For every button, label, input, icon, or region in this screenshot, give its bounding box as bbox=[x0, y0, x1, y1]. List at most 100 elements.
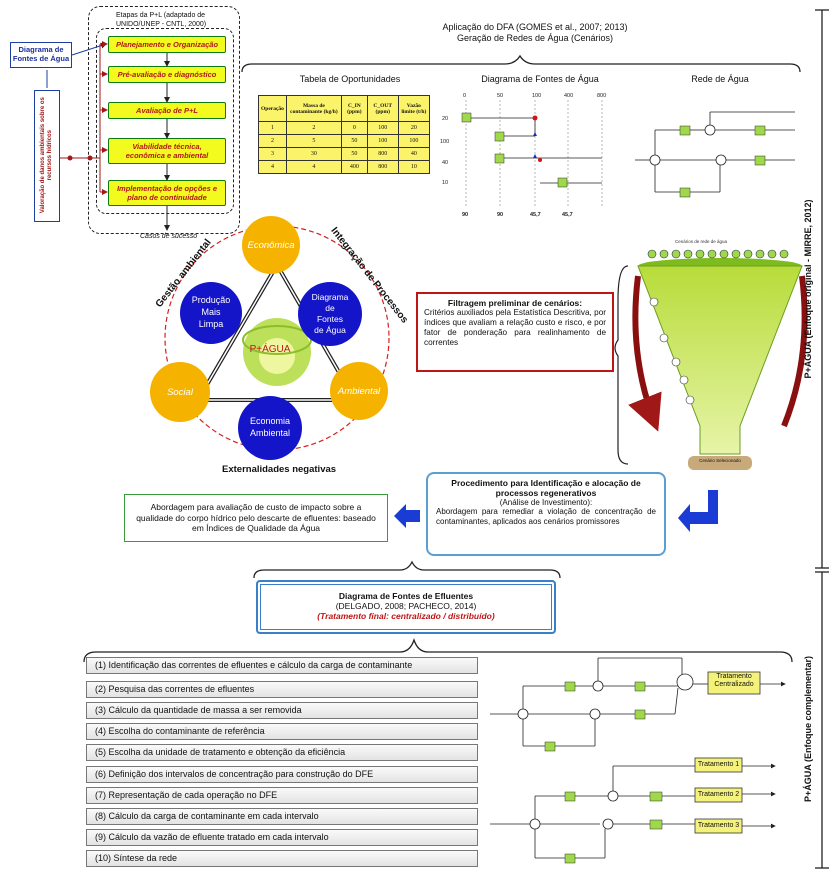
table-header-cell: C_IN (ppm) bbox=[340, 95, 368, 122]
table-cell: 800 bbox=[366, 160, 399, 174]
table-cell: 0 bbox=[340, 121, 368, 135]
table-cell: 4 bbox=[285, 160, 342, 174]
success-cases-label: Casos de sucesso bbox=[140, 233, 198, 240]
table-cell: 3 bbox=[258, 147, 287, 161]
dfa-header-line2: Geração de Redes de Água (Cenários) bbox=[456, 33, 614, 43]
dfa-header-line1: Aplicação do DFA (GOMES et al., 2007; 20… bbox=[442, 22, 628, 32]
list-item: (10) Síntese da rede bbox=[86, 850, 478, 867]
dfa-diagram-title: Diagrama de Fontes de Água bbox=[481, 74, 599, 84]
table-cell: 40 bbox=[397, 147, 431, 161]
procedure-body: Abordagem para remediar a violação de co… bbox=[436, 507, 656, 526]
dfe-box: Diagrama de Fontes de Efluentes (DELGADO… bbox=[256, 580, 556, 634]
circle-producao: Produção Mais Limpa bbox=[180, 282, 242, 344]
table-cell: 5 bbox=[285, 134, 342, 148]
stages-inner-border bbox=[96, 28, 234, 214]
right-label-upper: P+ÁGUA (Enfoque original - MIRRE, 2012) bbox=[803, 199, 813, 379]
dfa-conc-label: 400 bbox=[564, 93, 573, 99]
right-label-lower: P+ÁGUA (Enfoque complementar) bbox=[803, 656, 813, 802]
arc-bottom-label: Externalidades negativas bbox=[222, 464, 337, 475]
dfa-conc-label: 0 bbox=[463, 93, 466, 99]
list-item: (4) Escolha do contaminante de referênci… bbox=[86, 723, 478, 740]
circle-economic: Econômica bbox=[242, 216, 300, 274]
treatment-3: Tratamento 3 bbox=[697, 822, 740, 829]
table-header-cell: Massa de contaminante (kg/h) bbox=[285, 95, 342, 122]
treatment-1: Tratamento 1 bbox=[697, 761, 740, 768]
approach-body: Abordagem para avaliação de custo de imp… bbox=[136, 502, 376, 534]
table-cell: 30 bbox=[285, 147, 342, 161]
funnel-top-label: Cenários de rede de água bbox=[675, 239, 728, 244]
table-cell: 400 bbox=[340, 160, 368, 174]
opportunities-table: Operação Massa de contaminante (kg/h) C_… bbox=[258, 95, 431, 174]
dfa-left-label: 100 bbox=[440, 139, 449, 145]
circle-dfa: Diagrama de Fontes de Água bbox=[298, 282, 362, 346]
damage-valuation-box bbox=[34, 90, 60, 222]
water-source-box: Diagrama de Fontes de Água bbox=[10, 42, 72, 68]
procedure-title: Procedimento para Identificação e alocaç… bbox=[451, 478, 641, 499]
list-item: (8) Cálculo da carga de contaminante em … bbox=[86, 808, 478, 825]
dfa-left-label: 20 bbox=[442, 116, 448, 122]
dfa-left-label: 10 bbox=[442, 180, 448, 186]
procedure-subtitle: (Análise de Investimento): bbox=[499, 498, 593, 508]
table-header-cell: C_OUT (ppm) bbox=[366, 95, 399, 122]
dfa-conc-label: 100 bbox=[532, 93, 541, 99]
dfa-left-label: 40 bbox=[442, 160, 448, 166]
table-cell: 1 bbox=[258, 121, 287, 135]
filter-box: Filtragem preliminar de cenários: Critér… bbox=[416, 292, 614, 372]
circle-social: Social bbox=[150, 362, 210, 422]
dfa-bottom-label: 45,7 bbox=[562, 212, 573, 218]
list-item: (1) Identificação das correntes de eflue… bbox=[86, 657, 478, 674]
table-cell: 100 bbox=[397, 134, 431, 148]
dfa-bottom-label: 90 bbox=[462, 212, 468, 218]
list-item: (6) Definição dos intervalos de concentr… bbox=[86, 766, 478, 783]
filter-title: Filtragem preliminar de cenários: bbox=[447, 298, 583, 308]
table-cell: 800 bbox=[366, 147, 399, 161]
table-cell: 2 bbox=[258, 134, 287, 148]
network-title: Rede de Água bbox=[691, 74, 749, 84]
approach-arrow-icon bbox=[394, 504, 420, 528]
dfa-bottom-label: 90 bbox=[497, 212, 503, 218]
dfa-conc-label: 800 bbox=[597, 93, 606, 99]
table-cell: 100 bbox=[366, 134, 399, 148]
treatment-networks bbox=[490, 657, 786, 864]
table-header-cell: Operação bbox=[258, 95, 287, 122]
stage-viability: Viabilidade técnica, econômica e ambient… bbox=[108, 138, 226, 164]
table-header-row: Operação Massa de contaminante (kg/h) C_… bbox=[258, 95, 431, 122]
table-cell: 20 bbox=[397, 121, 431, 135]
dfe-refs: (DELGADO, 2008; PACHECO, 2014) bbox=[335, 601, 477, 611]
funnel-graphic bbox=[628, 249, 808, 470]
stage-planning: Planejamento e Organização bbox=[108, 36, 226, 53]
table-cell: 50 bbox=[340, 147, 368, 161]
table-cell: 4 bbox=[258, 160, 287, 174]
network-diagram bbox=[635, 111, 795, 198]
stage-implementation: Implementação de opções e plano de conti… bbox=[108, 180, 226, 206]
treatment-centralized: Tratamento Centralizado bbox=[714, 673, 754, 689]
table-cell: 2 bbox=[285, 121, 342, 135]
stages-title: Etapas da P+L (adaptado de UNIDO/UNEP - … bbox=[116, 12, 207, 28]
approach-box: Abordagem para avaliação de custo de imp… bbox=[124, 494, 388, 542]
list-item: (3) Cálculo da quantidade de massa a ser… bbox=[86, 702, 478, 719]
dfa-diagram: 0 50 100 400 800 20 100 40 10 90 90 45,7… bbox=[440, 93, 606, 218]
list-item: (7) Representação de cada operação no DF… bbox=[86, 787, 478, 804]
funnel-bottom-label: Cenário Selecionado bbox=[699, 458, 741, 463]
table-cell: 100 bbox=[366, 121, 399, 135]
table-cell: 10 bbox=[397, 160, 431, 174]
dfe-treatment: (Tratamento final: centralizado / distri… bbox=[317, 611, 495, 621]
circle-economia: Economia Ambiental bbox=[238, 396, 302, 460]
dfa-bottom-label: 45,7 bbox=[530, 212, 541, 218]
filter-body: Critérios auxiliados pela Estatística De… bbox=[424, 308, 606, 347]
opportunities-title: Tabela de Oportunidades bbox=[299, 74, 401, 84]
list-item: (2) Pesquisa das correntes de efluentes bbox=[86, 681, 478, 698]
procedure-arrow-icon bbox=[678, 490, 718, 532]
list-item: (5) Escolha da unidade de tratamento e o… bbox=[86, 744, 478, 761]
procedure-box: Procedimento para Identificação e alocaç… bbox=[426, 472, 666, 556]
list-item: (9) Cálculo da vazão de efluente tratado… bbox=[86, 829, 478, 846]
treatment-2: Tratamento 2 bbox=[697, 791, 740, 798]
dfe-title: Diagrama de Fontes de Efluentes bbox=[338, 591, 474, 601]
table-cell: 50 bbox=[340, 134, 368, 148]
stages-outer-border bbox=[88, 6, 240, 234]
